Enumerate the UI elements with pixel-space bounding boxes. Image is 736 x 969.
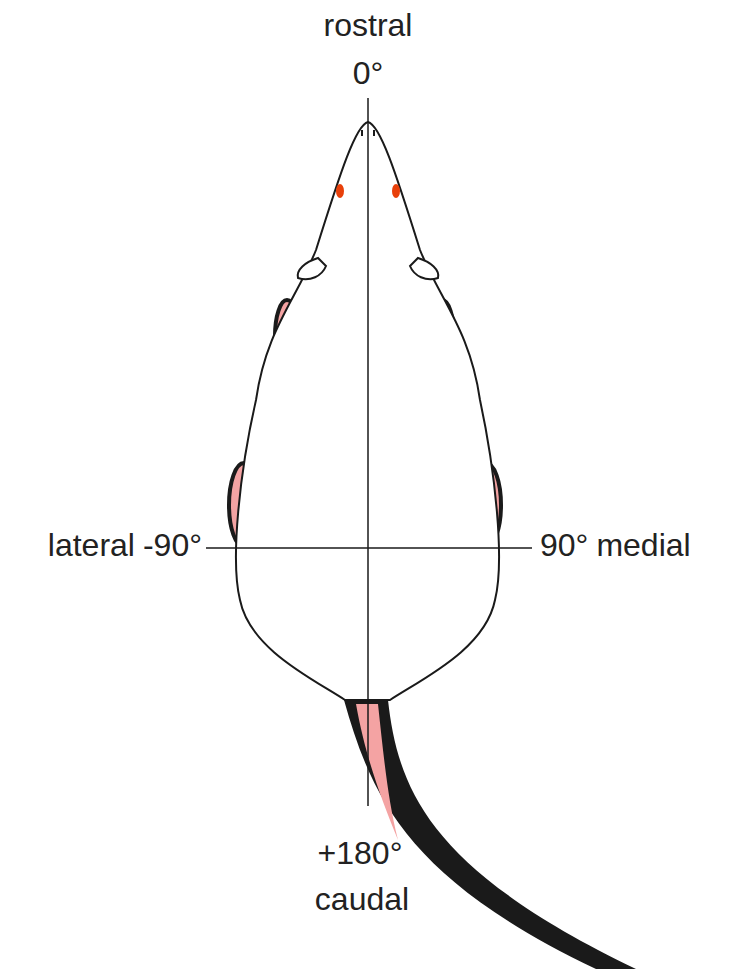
rat-ear — [410, 258, 438, 279]
rat-eye — [336, 184, 344, 198]
rat-eye — [392, 184, 400, 198]
axis-line — [367, 98, 369, 806]
tail-stripe — [356, 704, 398, 840]
angle-label: +180° — [318, 836, 403, 871]
direction-label: medial — [596, 528, 690, 563]
direction-label: rostral — [324, 8, 413, 43]
axis-line — [206, 547, 532, 549]
angle-label: -90° — [143, 528, 202, 563]
rat-ear — [298, 258, 326, 279]
angle-label: 90° — [540, 528, 588, 563]
direction-label: caudal — [315, 882, 409, 917]
direction-label: lateral — [48, 528, 135, 563]
rat-tail — [344, 700, 636, 969]
angle-label: 0° — [353, 56, 384, 91]
